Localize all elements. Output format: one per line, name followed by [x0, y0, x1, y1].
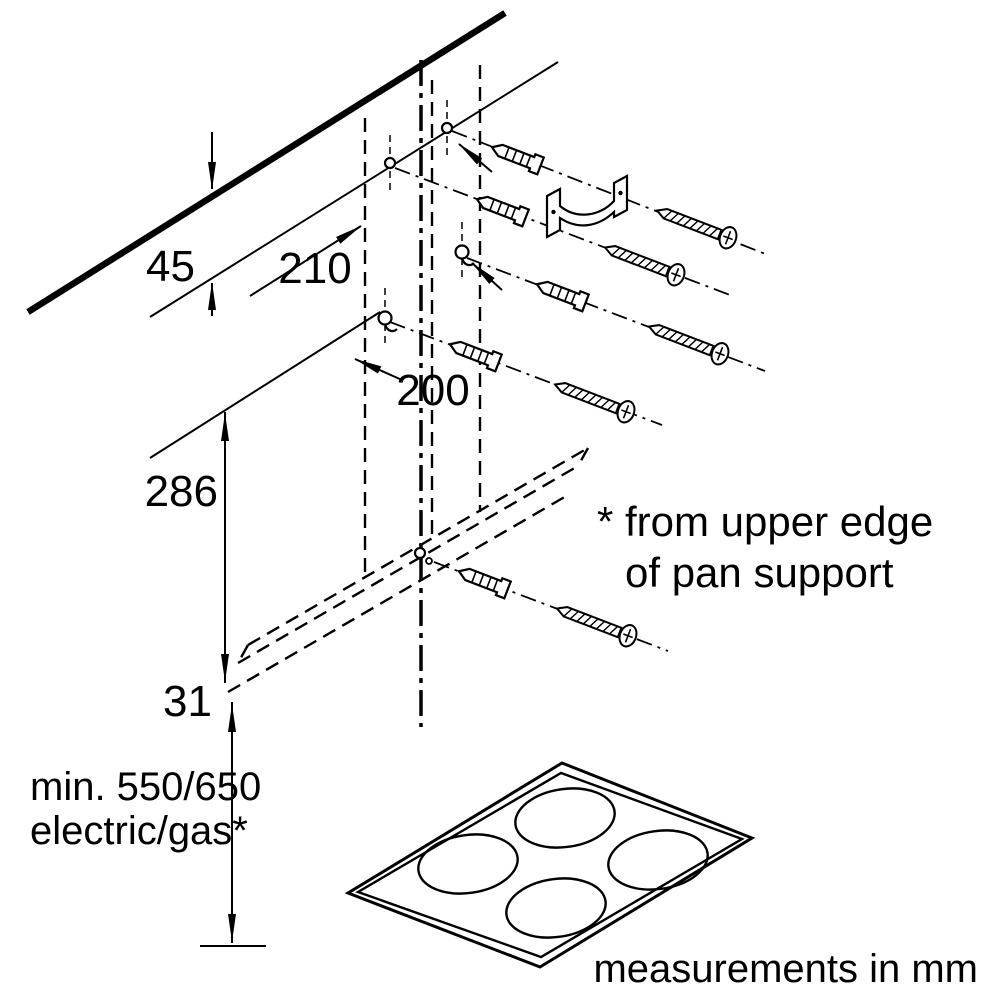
hole-center-marks: [384, 100, 463, 348]
mounting-hole: [383, 156, 397, 170]
screw-icon: [644, 315, 733, 368]
dimension-286-label: 286: [145, 467, 218, 516]
wall-plug-icon: [454, 561, 512, 600]
chimney-outline-dashed: [363, 65, 482, 578]
pointer-arrow: [458, 143, 493, 173]
dimension-45-label: 45: [146, 242, 195, 291]
cooktop: [344, 761, 756, 969]
dimension-clearance-group: [200, 702, 266, 947]
screw-icon: [652, 199, 741, 252]
mounting-hole: [440, 121, 454, 135]
dimension-31-label: 31: [163, 677, 212, 726]
mounting-hole: [425, 557, 433, 565]
wall-line: [26, 10, 507, 315]
dimension-210-arrow: [249, 225, 362, 297]
mounting-hole: [413, 546, 427, 560]
footnote-line1: * from upper edge: [597, 498, 933, 545]
wall-plug-icon: [532, 274, 590, 313]
footnote-line2: of pan support: [625, 549, 894, 596]
keyhole-slot: [454, 244, 475, 267]
pointer-arrow: [471, 262, 503, 291]
clearance-label-line1: min. 550/650: [30, 765, 261, 809]
mounting-bracket: [545, 174, 629, 239]
screw-icon: [550, 373, 639, 426]
hood-body-dashed: [227, 446, 590, 694]
dimension-210-label: 210: [278, 244, 351, 293]
units-label: measurements in mm: [593, 947, 978, 991]
wall-plug-icon: [472, 189, 530, 228]
screw-icon: [600, 236, 689, 289]
screw-icon: [552, 597, 641, 650]
clearance-label-line2: electric/gas*: [30, 809, 248, 853]
keyhole-slot: [377, 310, 398, 333]
wall-plug-icon: [487, 137, 545, 176]
hood-top-edge-line: [149, 61, 559, 318]
dimension-200-label: 200: [396, 366, 469, 415]
dimension-200-arrow: [354, 358, 403, 381]
extension-line: [149, 311, 381, 459]
burner: [417, 787, 709, 939]
